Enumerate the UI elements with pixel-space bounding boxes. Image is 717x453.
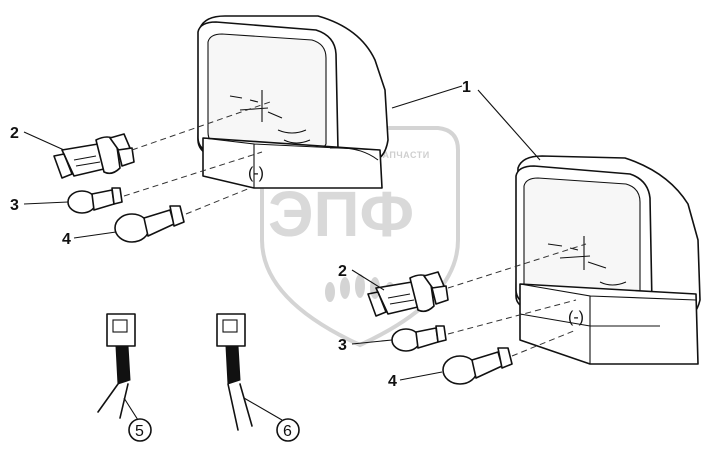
callout-labels: 1 2 3 4 2 3 4 5 6 — [10, 79, 471, 442]
small-bulb-icon — [67, 187, 123, 214]
callout-5: 5 — [128, 418, 152, 442]
svg-text:5: 5 — [135, 423, 144, 440]
callout-1: 1 — [462, 79, 471, 96]
svg-text:6: 6 — [283, 423, 292, 440]
callout-3-left: 3 — [10, 197, 19, 214]
halogen-bulb-icon — [367, 271, 449, 317]
svg-text:(-): (-) — [568, 309, 584, 326]
indicator-bulb-icon — [442, 347, 513, 385]
assembly-dash-lines — [123, 101, 587, 357]
small-bulb-icon — [391, 325, 447, 352]
callout-4-right: 4 — [388, 373, 397, 390]
connector-6 — [216, 313, 253, 431]
headlamp-lower: (-) — [515, 155, 701, 365]
watermark-logo-text: ЭПФ — [268, 178, 414, 250]
headlamp-upper: (-) — [197, 15, 389, 189]
leader-lines — [23, 85, 541, 421]
halogen-bulb-icon — [53, 133, 135, 179]
indicator-bulb-icon — [114, 205, 185, 243]
callout-3-right: 3 — [338, 337, 347, 354]
callout-2-left: 2 — [10, 125, 19, 142]
callout-6: 6 — [276, 418, 300, 442]
callout-2-right: 2 — [338, 263, 347, 280]
callout-4-left: 4 — [62, 231, 71, 248]
connector-5 — [97, 313, 136, 419]
bulb-set-left — [53, 133, 185, 243]
bulb-set-right — [367, 271, 513, 385]
svg-text:(-): (-) — [248, 165, 264, 182]
